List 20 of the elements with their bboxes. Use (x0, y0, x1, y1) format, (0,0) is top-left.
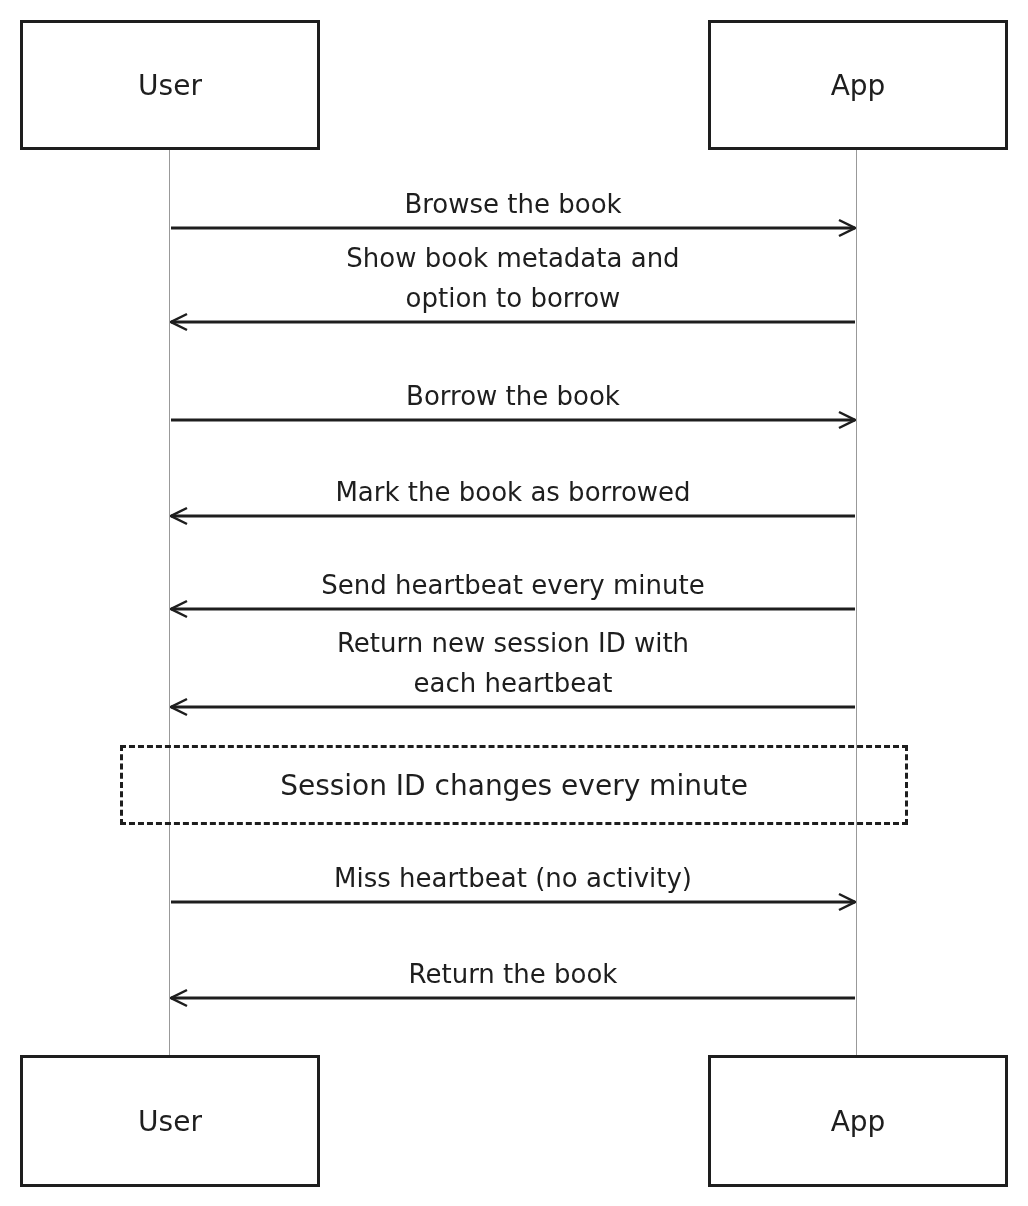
lifeline (168, 150, 171, 1055)
participant-name: App (830, 1104, 886, 1138)
message-arrow (169, 506, 855, 526)
participant-box (708, 1055, 1008, 1187)
message-arrow (171, 410, 857, 430)
message-arrow (169, 988, 855, 1008)
lifeline (855, 150, 858, 1055)
participant-box (708, 20, 1008, 150)
message-arrow (169, 697, 855, 717)
participant-name: User (138, 68, 202, 102)
message-arrow (169, 599, 855, 619)
note-text: Session ID changes every minute (280, 768, 748, 802)
participant-box (20, 1055, 320, 1187)
participant-box (20, 20, 320, 150)
note-box (120, 745, 908, 825)
message-arrow (171, 892, 857, 912)
message-arrow (169, 312, 855, 332)
message-arrow (171, 218, 857, 238)
participant-name: App (830, 68, 886, 102)
participant-name: User (138, 1104, 202, 1138)
